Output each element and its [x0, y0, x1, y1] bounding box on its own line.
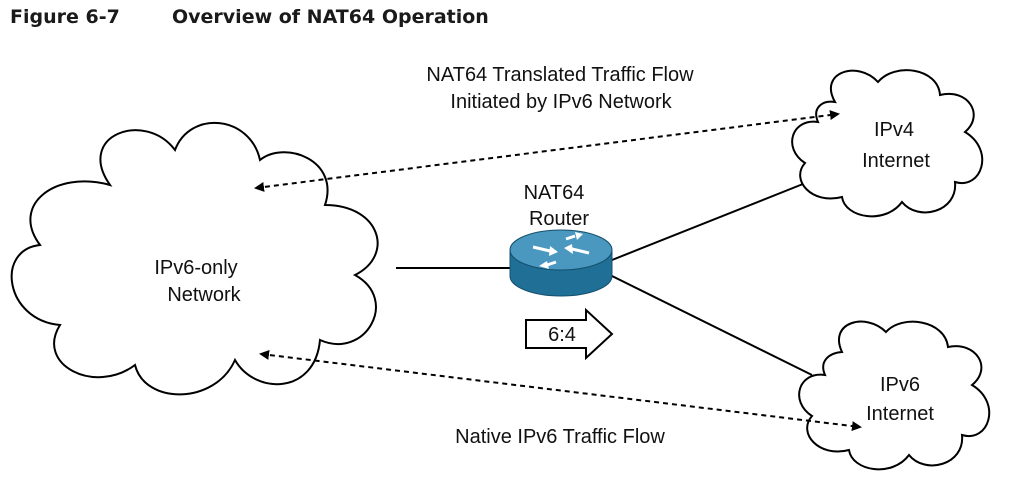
- ipv6-internet-label-line1: IPv6: [880, 374, 920, 396]
- router-label-line1: NAT64: [524, 182, 585, 204]
- router-label-line2: Router: [529, 208, 589, 230]
- ipv6-only-network-cloud: IPv6-only Network: [10, 121, 379, 396]
- native-flow-arrow: [259, 350, 862, 431]
- ipv6-internet-cloud: IPv6 Internet: [798, 320, 991, 471]
- translation-arrow: 6:4: [525, 307, 614, 361]
- figure-caption: Figure 6-7 Overview of NAT64 Operation: [10, 6, 489, 28]
- translated-flow-arrow: [254, 110, 840, 192]
- translated-flow-label-line2: Initiated by IPv6 Network: [450, 91, 672, 113]
- ipv4-internet-cloud: IPv4 Internet: [791, 69, 984, 218]
- translation-arrow-label: 6:4: [548, 324, 576, 346]
- ipv4-internet-label-line2: Internet: [862, 150, 930, 172]
- native-flow-label: Native IPv6 Traffic Flow: [455, 426, 665, 448]
- link-router-ipv4-internet: [611, 181, 809, 261]
- ipv6-only-label-line2: Network: [167, 284, 241, 306]
- router-icon: [509, 229, 613, 297]
- translated-flow-label-line1: NAT64 Translated Traffic Flow: [426, 64, 694, 86]
- ipv6-only-label-line1: IPv6-only: [154, 257, 237, 279]
- native-ipv6-traffic-flow: Native IPv6 Traffic Flow: [259, 350, 862, 448]
- ipv4-internet-label-line1: IPv4: [874, 119, 914, 141]
- figure-title: Overview of NAT64 Operation: [172, 6, 489, 28]
- figure-number: Figure 6-7: [10, 6, 120, 28]
- link-router-ipv6-internet: [611, 275, 813, 376]
- nat64-router: NAT64 Router: [509, 182, 613, 297]
- ipv6-internet-label-line2: Internet: [866, 403, 934, 425]
- translated-traffic-flow: NAT64 Translated Traffic Flow Initiated …: [254, 64, 840, 192]
